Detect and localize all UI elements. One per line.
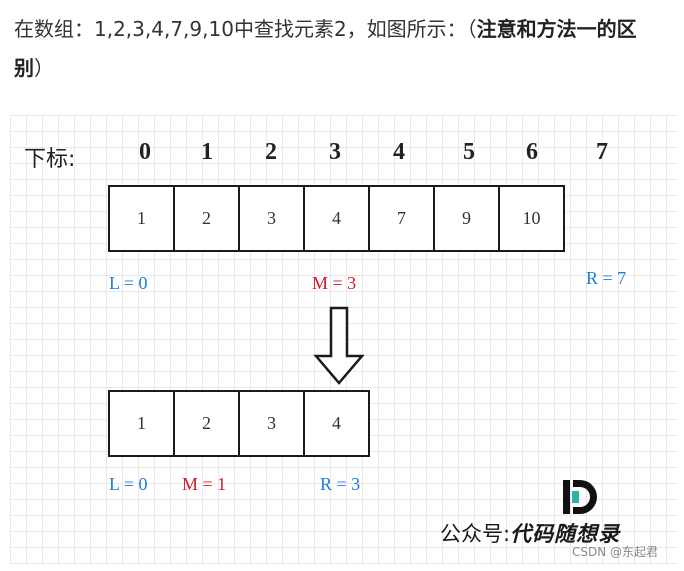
- index-4: 4: [393, 139, 405, 165]
- array-step2: 1 2 3 4: [108, 390, 370, 457]
- array-cell: 9: [435, 187, 500, 250]
- csdn-watermark: CSDN @东起君: [572, 545, 659, 559]
- pointer-right-step2: R = 3: [320, 474, 361, 494]
- array-cell: 4: [305, 187, 370, 250]
- pointer-left-step2: L = 0: [109, 474, 148, 494]
- array-cell: 7: [370, 187, 435, 250]
- down-arrow-icon: [313, 306, 365, 385]
- index-6: 6: [526, 139, 538, 165]
- index-7: 7: [596, 139, 608, 165]
- pointer-mid-step1: M = 3: [312, 273, 357, 293]
- index-3: 3: [329, 139, 341, 165]
- pointer-left-step1: L = 0: [109, 273, 148, 293]
- index-1: 1: [201, 139, 213, 165]
- array-cell: 10: [522, 208, 541, 228]
- watermark-brand: 代码随想录: [510, 522, 621, 546]
- intro-close: ）: [34, 56, 54, 80]
- index-5: 5: [463, 139, 475, 165]
- index-2: 2: [265, 139, 277, 165]
- array-cell: 4: [332, 413, 341, 433]
- array-cell: 1: [110, 392, 175, 455]
- array-cell: 3: [240, 392, 305, 455]
- pointer-mid-step2: M = 1: [182, 474, 227, 494]
- array-cell: 3: [240, 187, 305, 250]
- intro-bold-note: 注意和方法一的区别: [14, 17, 637, 80]
- brand-logo-icon: [563, 480, 597, 514]
- pointer-right-step1: R = 7: [586, 268, 627, 288]
- index-0: 0: [139, 139, 151, 165]
- binary-search-figure: 下标: 0 1 2 3 4 5 6 7 1 2 3 4 7 9 10 L = 0…: [10, 115, 678, 565]
- index-label: 下标:: [24, 147, 76, 172]
- array-step1: 1 2 3 4 7 9 10: [108, 185, 565, 252]
- watermark-prefix: 公众号:: [440, 522, 511, 546]
- intro-text: 在数组：1,2,3,4,7,9,10中查找元素2，如图所示：（: [14, 17, 477, 41]
- array-cell: 2: [175, 392, 240, 455]
- intro-paragraph: 在数组：1,2,3,4,7,9,10中查找元素2，如图所示：（注意和方法一的区别…: [14, 10, 674, 88]
- array-cell: 1: [110, 187, 175, 250]
- watermark-account: 公众号:代码随想录: [440, 518, 620, 548]
- array-cell: 2: [175, 187, 240, 250]
